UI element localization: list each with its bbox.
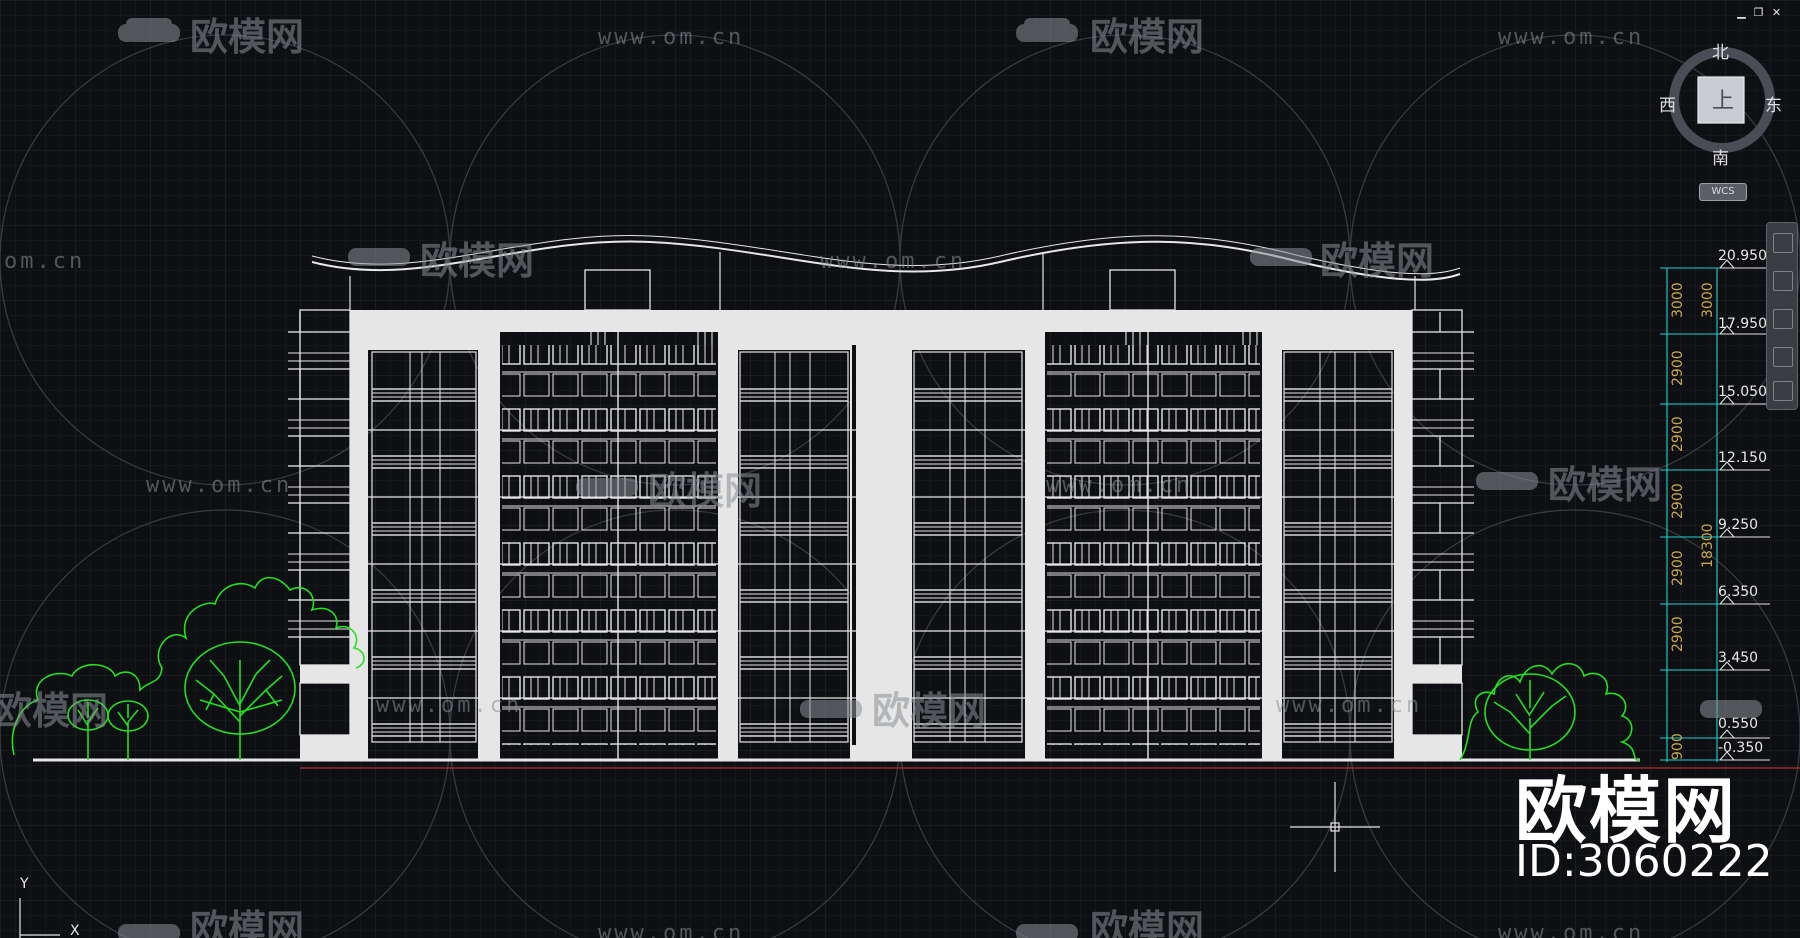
watermark-brand: 欧模网 <box>190 907 304 938</box>
watermark-brand: 欧模网 <box>648 469 762 513</box>
watermark-layer: 欧模网 欧模网 欧模网 欧模网 欧模网 欧模网 欧模网 欧模网 欧模网 欧模网 … <box>0 15 1762 938</box>
dimension-label: 900 <box>1670 733 1686 760</box>
watermark-url: www.om.cn <box>820 249 966 274</box>
navigation-bar <box>1766 222 1798 410</box>
viewcube-east-label[interactable]: 东 <box>1765 96 1782 116</box>
watermark-url: www.om.cn <box>146 473 292 498</box>
dimension-labels: 3000 3000 2900 2900 2900 2900 2900 18300… <box>1670 282 1716 760</box>
ucs-y-label: Y <box>19 876 29 892</box>
roof-wave <box>311 240 1461 281</box>
brand-title: 欧模网 <box>1515 769 1738 853</box>
watermark-brand: 欧模网 <box>420 239 534 283</box>
watermark-brand: 欧模网 <box>0 689 108 733</box>
close-button[interactable]: ✕ <box>1771 6 1782 19</box>
elevation-label: 3.450 <box>1718 650 1758 666</box>
viewcube-west-label[interactable]: 西 <box>1659 96 1676 116</box>
watermark-url: www.om.cn <box>1498 25 1644 50</box>
elevation-label: -0.350 <box>1718 740 1763 756</box>
watermark-brand: 欧模网 <box>1548 463 1662 507</box>
watermark-url: om.cn <box>4 249 85 274</box>
elevation-markers <box>1719 259 1770 761</box>
watermark-brand: 欧模网 <box>1320 239 1434 283</box>
dimension-label: 3000 <box>1700 282 1716 318</box>
dimension-label: 2900 <box>1670 350 1686 386</box>
watermark-url: www.om.cn <box>1276 693 1422 718</box>
viewcube-south-label[interactable]: 南 <box>1712 149 1729 169</box>
dimension-label: 3000 <box>1670 282 1686 318</box>
zoom-icon[interactable] <box>1773 309 1793 329</box>
dimension-label: 2900 <box>1670 616 1686 652</box>
building-elevation <box>288 235 1474 760</box>
dimension-label: 2900 <box>1670 416 1686 452</box>
viewcube-compass[interactable]: 上 <box>1669 47 1775 153</box>
wcs-menu-button[interactable]: WCS <box>1699 183 1747 201</box>
watermark-brand: 欧模网 <box>1090 15 1204 59</box>
elevation-label: 6.350 <box>1718 584 1758 600</box>
orbit-icon[interactable] <box>1773 347 1793 367</box>
dimension-label: 18300 <box>1700 523 1716 568</box>
elevation-label: 0.550 <box>1718 716 1758 732</box>
watermark-brand: 欧模网 <box>872 689 986 733</box>
sofa-logo-icon <box>118 18 1762 938</box>
dimension-label: 2900 <box>1670 483 1686 519</box>
viewcube-face-label: 上 <box>1712 89 1734 114</box>
elevation-label: 17.950 <box>1718 316 1767 332</box>
elevation-label: 20.950 <box>1718 248 1767 264</box>
restore-button[interactable]: ❐ <box>1753 6 1764 19</box>
steering-wheel-icon[interactable] <box>1773 233 1793 253</box>
elevation-labels: 20.950 17.950 15.050 12.150 9.250 6.350 … <box>1718 248 1767 756</box>
elevation-label: 12.150 <box>1718 450 1767 466</box>
elevation-label: 9.250 <box>1718 517 1758 533</box>
viewcube-north-label[interactable]: 北 <box>1712 43 1729 63</box>
pan-icon[interactable] <box>1773 271 1793 291</box>
brand-id: ID:3060222 <box>1515 836 1773 887</box>
ucs-x-label: X <box>70 923 80 938</box>
watermark-brand: 欧模网 <box>190 15 304 59</box>
watermark-url: www.om.cn <box>1498 921 1644 938</box>
viewcube-top-face[interactable] <box>1697 76 1745 124</box>
elevation-label: 15.050 <box>1718 384 1767 400</box>
landscape-trees <box>11 576 1641 761</box>
ucs-icon <box>19 898 60 938</box>
crosshair-cursor-icon <box>1290 782 1380 872</box>
watermark-url: www.om.cn <box>1046 473 1192 498</box>
dimension-label: 2900 <box>1670 550 1686 586</box>
minimize-button[interactable]: ▁ <box>1737 6 1746 19</box>
watermark-url: www.om.cn <box>376 693 522 718</box>
watermark-url: www.om.cn <box>598 25 744 50</box>
navbar-menu-icon[interactable] <box>1773 381 1793 401</box>
watermark-brand: 欧模网 <box>1090 907 1204 938</box>
watermark-url: www.om.cn <box>598 921 744 938</box>
